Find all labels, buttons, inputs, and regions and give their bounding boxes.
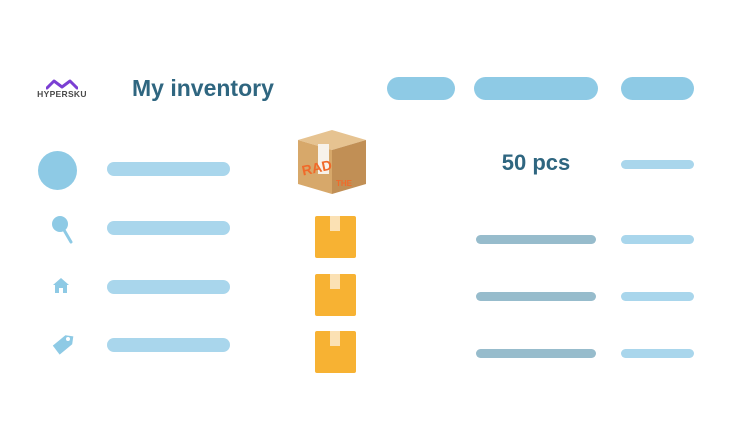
open-box-icon[interactable]: RAD THE (296, 126, 368, 196)
row-value-placeholder (621, 349, 694, 358)
avatar[interactable] (38, 151, 77, 190)
page-title: My inventory (132, 75, 274, 101)
sidebar-item-label-placeholder[interactable] (107, 338, 230, 352)
home-icon[interactable] (52, 277, 70, 294)
sidebar-item-label-placeholder[interactable] (107, 162, 230, 176)
box-icon[interactable] (315, 274, 356, 316)
svg-text:THE: THE (336, 179, 353, 188)
row-name-placeholder (476, 349, 596, 358)
sidebar-item-label-placeholder[interactable] (107, 221, 230, 235)
box-icon[interactable] (315, 331, 356, 373)
search-icon[interactable] (51, 215, 75, 245)
logo-text: HYPERSKU (37, 89, 87, 99)
row-value-placeholder (621, 160, 694, 169)
row-name-placeholder (476, 235, 596, 244)
quantity-label: 50 pcs (501, 150, 571, 175)
sidebar-item-label-placeholder[interactable] (107, 280, 230, 294)
row-value-placeholder (621, 235, 694, 244)
logo-mark-icon (46, 79, 78, 90)
row-name-placeholder (476, 292, 596, 301)
header-pill-2[interactable] (474, 77, 598, 100)
svg-text:RAD: RAD (300, 157, 333, 179)
row-value-placeholder (621, 292, 694, 301)
header-pill-3[interactable] (621, 77, 694, 100)
tag-icon[interactable] (52, 333, 74, 357)
brand-logo[interactable]: HYPERSKU (36, 78, 88, 102)
box-icon[interactable] (315, 216, 356, 258)
header-pill-1[interactable] (387, 77, 455, 100)
